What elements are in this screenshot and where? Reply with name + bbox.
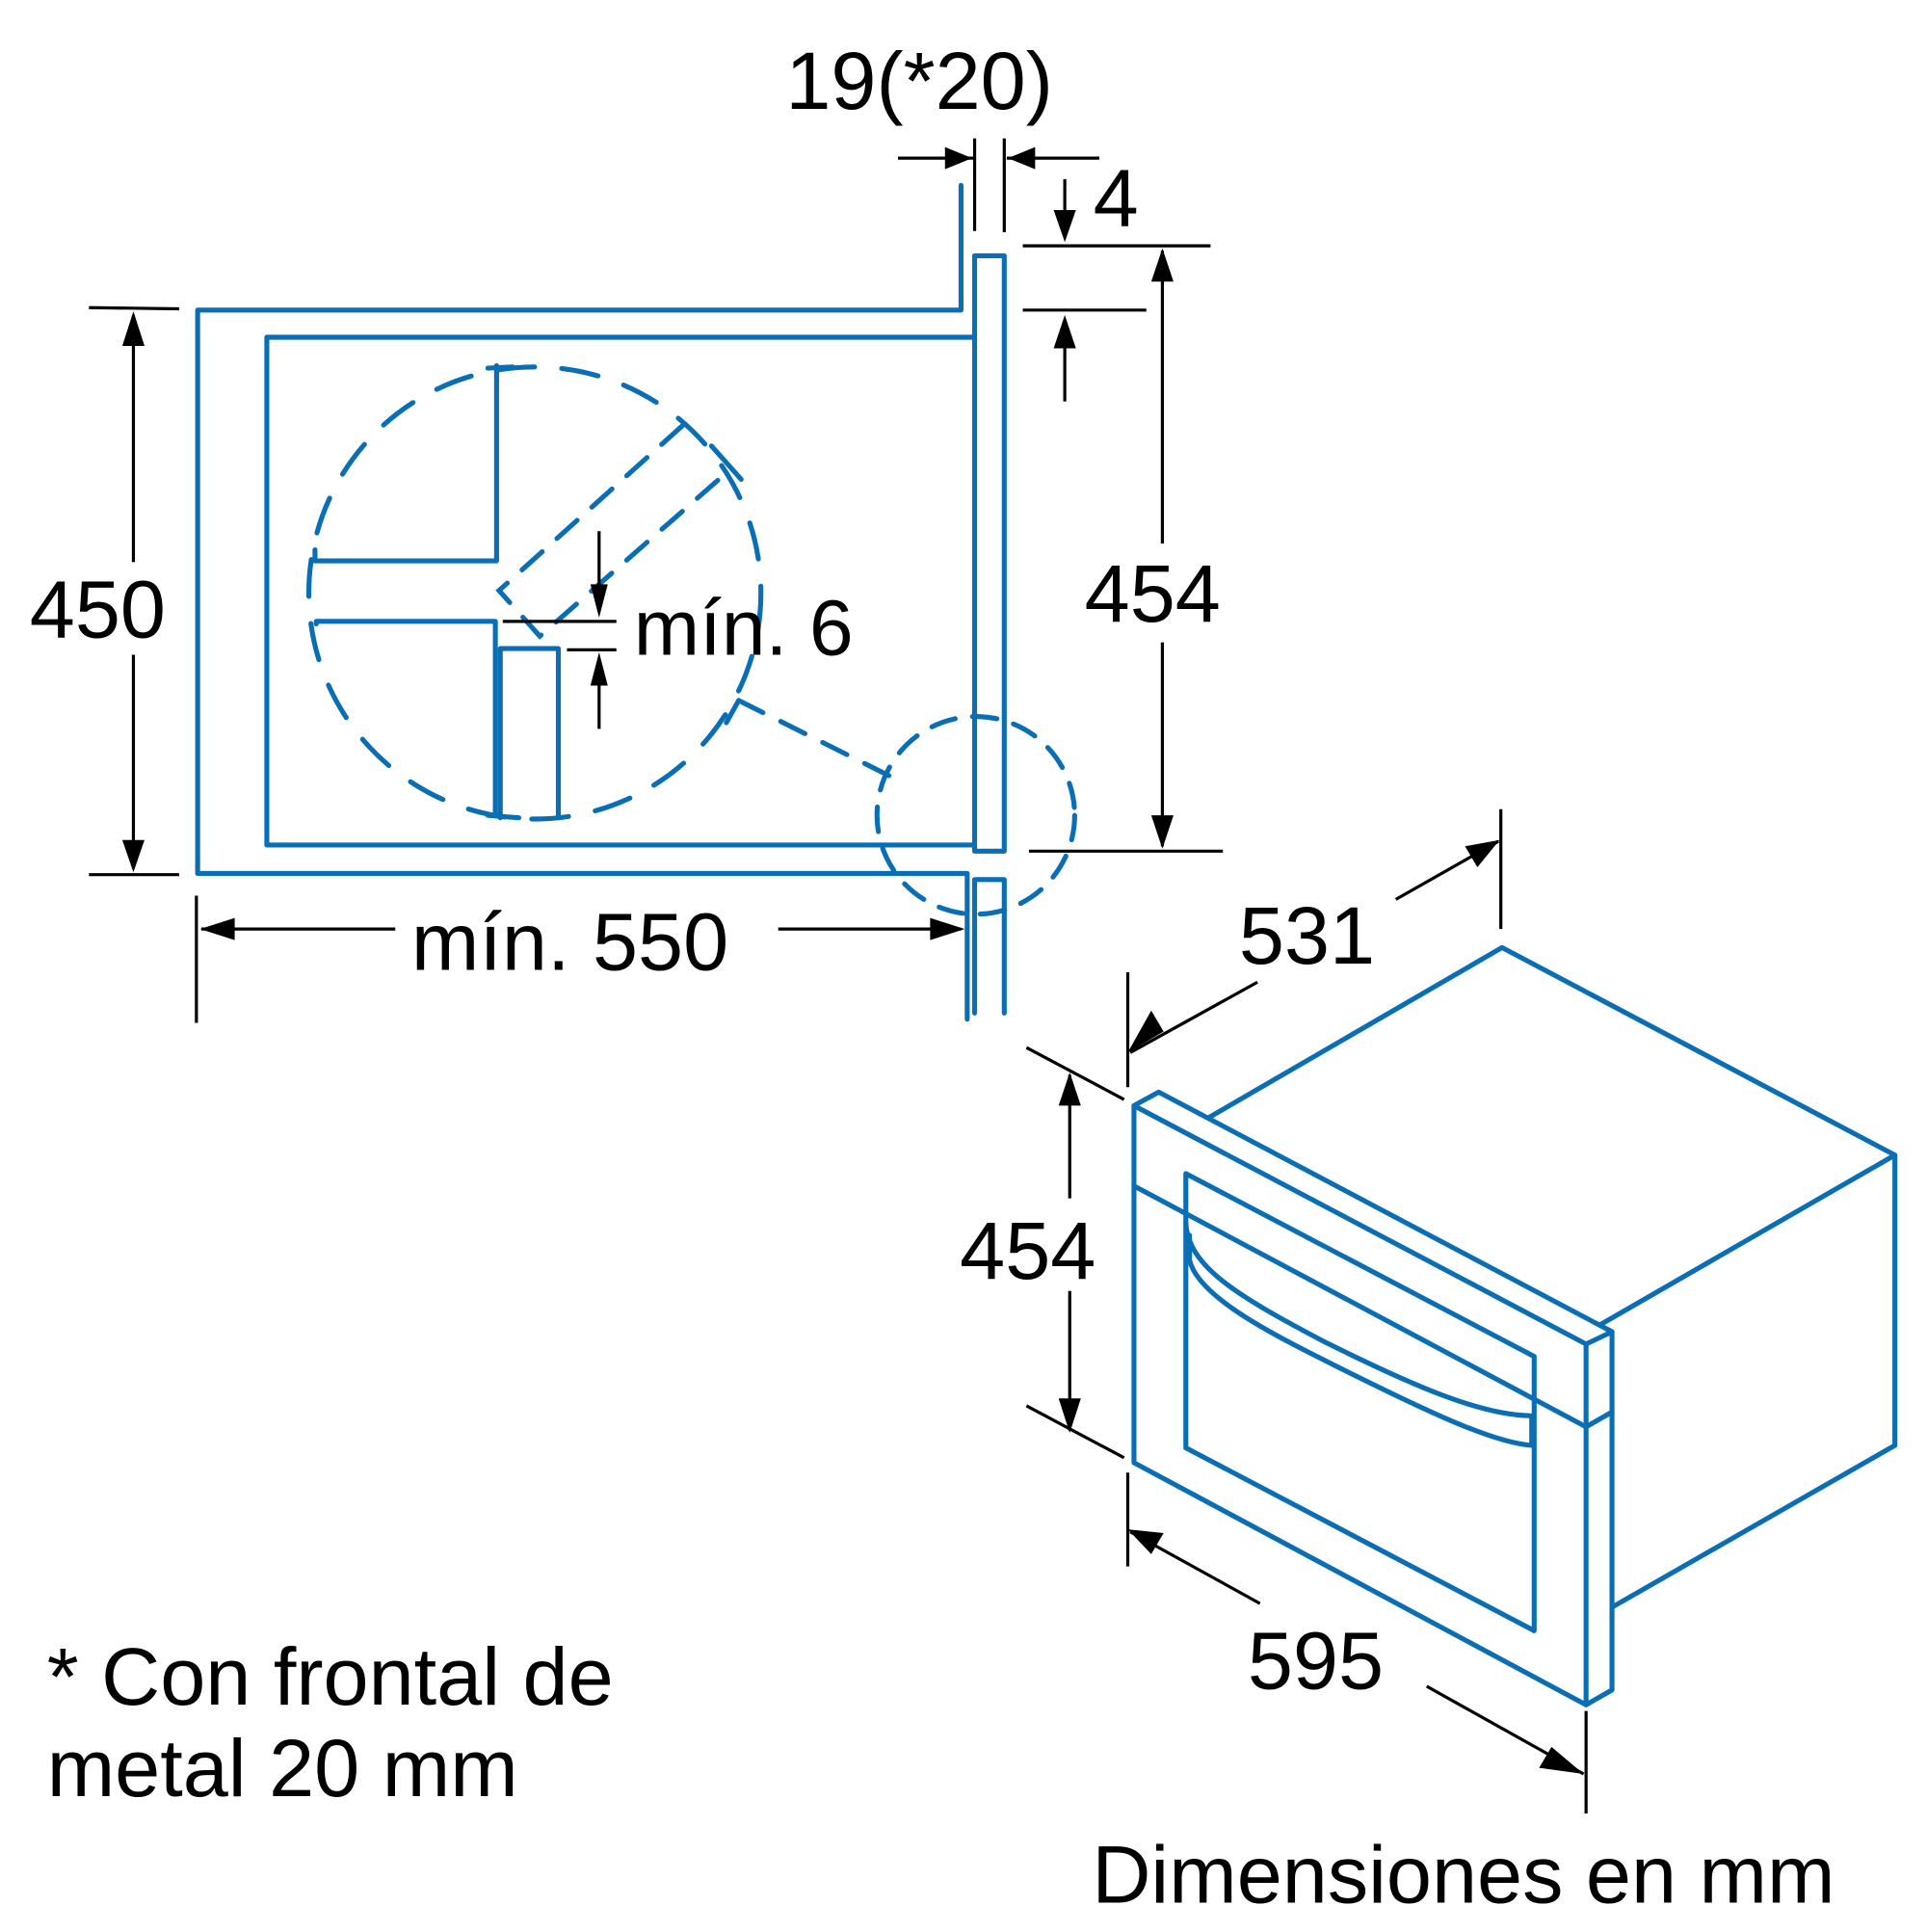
niche-depth-label: mín. 550: [411, 895, 728, 987]
cabinet-section: [195, 182, 1007, 1022]
gap-top-dimension: 19(*20): [785, 35, 1100, 233]
appliance-height-iso-label: 454: [960, 1204, 1095, 1296]
front-offset-label: 4: [1094, 152, 1139, 244]
niche-height-label: 450: [30, 564, 166, 655]
appliance-width-label: 595: [1248, 1615, 1384, 1707]
detail-magnifier: [305, 362, 1077, 917]
appliance-isometric: [1131, 944, 1898, 1707]
min-gap-dimension: mín. 6: [502, 531, 854, 729]
units-note: Dimensiones en mm: [1092, 1828, 1835, 1919]
appliance-depth-label: 531: [1239, 889, 1375, 981]
appliance-height-section-dimension: 454: [1028, 248, 1242, 853]
gap-top-label: 19(*20): [785, 35, 1053, 126]
appliance-height-section-label: 454: [1085, 547, 1221, 639]
front-offset-dimension: 4: [1022, 152, 1211, 402]
min-gap-label: mín. 6: [634, 584, 854, 672]
appliance-width-dimension: 595: [1125, 1472, 1588, 1814]
niche-depth-dimension: mín. 550: [195, 895, 965, 1023]
footnote-line-1: * Con frontal de: [47, 1630, 614, 1722]
appliance-height-iso-dimension: 454: [960, 1045, 1125, 1460]
footnote-line-2: metal 20 mm: [47, 1722, 518, 1813]
niche-height-dimension: 450: [24, 305, 186, 877]
appliance-depth-dimension: 531: [1125, 808, 1503, 1088]
